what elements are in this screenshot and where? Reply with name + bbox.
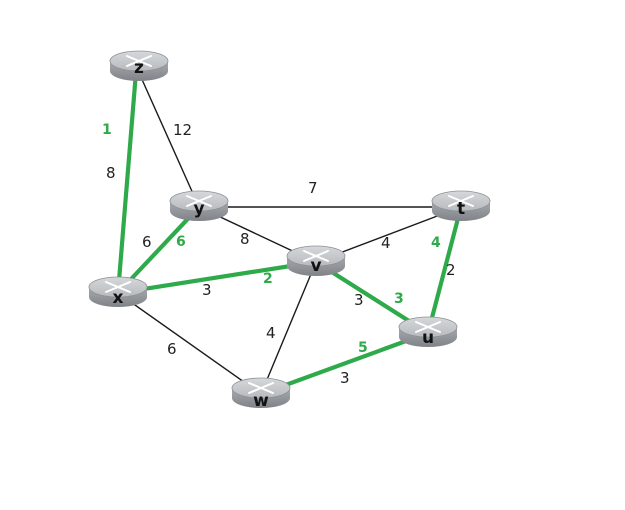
weight-x-v: 3 [202, 281, 212, 299]
router-t[interactable]: t [431, 190, 491, 221]
node-label-u: u [422, 328, 434, 348]
weight-z-x: 8 [106, 164, 116, 182]
router-x[interactable]: x [88, 276, 148, 308]
weight-y-v: 8 [240, 230, 250, 248]
node-label-x: x [113, 288, 124, 308]
node-label-y: y [193, 199, 204, 219]
weight-v-u: 3 [354, 291, 364, 309]
router-y[interactable]: y [169, 190, 229, 221]
order-v-u: 3 [394, 291, 404, 307]
weight-y-t: 7 [308, 179, 318, 197]
order-x-v: 2 [263, 271, 273, 287]
router-v[interactable]: v [286, 245, 346, 276]
node-label-w: w [253, 391, 269, 411]
node-label-v: v [310, 256, 321, 276]
tree-edge-x-v [115, 259, 319, 296]
node-label-t: t [457, 199, 465, 219]
node-label-z: z [134, 58, 144, 78]
weight-v-w: 4 [266, 324, 276, 342]
order-t-u: 4 [431, 235, 441, 251]
edge-z-y [139, 74, 200, 208]
order-y-x: 6 [176, 234, 186, 250]
weight-y-x: 6 [142, 233, 152, 251]
tree-edge-w-u [258, 330, 431, 397]
weight-t-u: 2 [446, 261, 456, 279]
tree-edge-z-x [115, 69, 139, 296]
weight-w-u: 3 [340, 369, 350, 387]
edge-v-w [260, 261, 317, 395]
tree-edge-t-u [425, 204, 464, 336]
order-z-x: 1 [102, 122, 112, 138]
router-w[interactable]: w [231, 377, 291, 411]
order-w-u: 5 [358, 340, 368, 356]
router-u[interactable]: u [398, 316, 458, 348]
weight-x-w: 6 [167, 340, 177, 358]
weight-v-t: 4 [381, 234, 391, 252]
edge-x-w [117, 292, 262, 395]
router-z[interactable]: z [109, 50, 169, 81]
weight-z-y: 12 [173, 121, 192, 139]
